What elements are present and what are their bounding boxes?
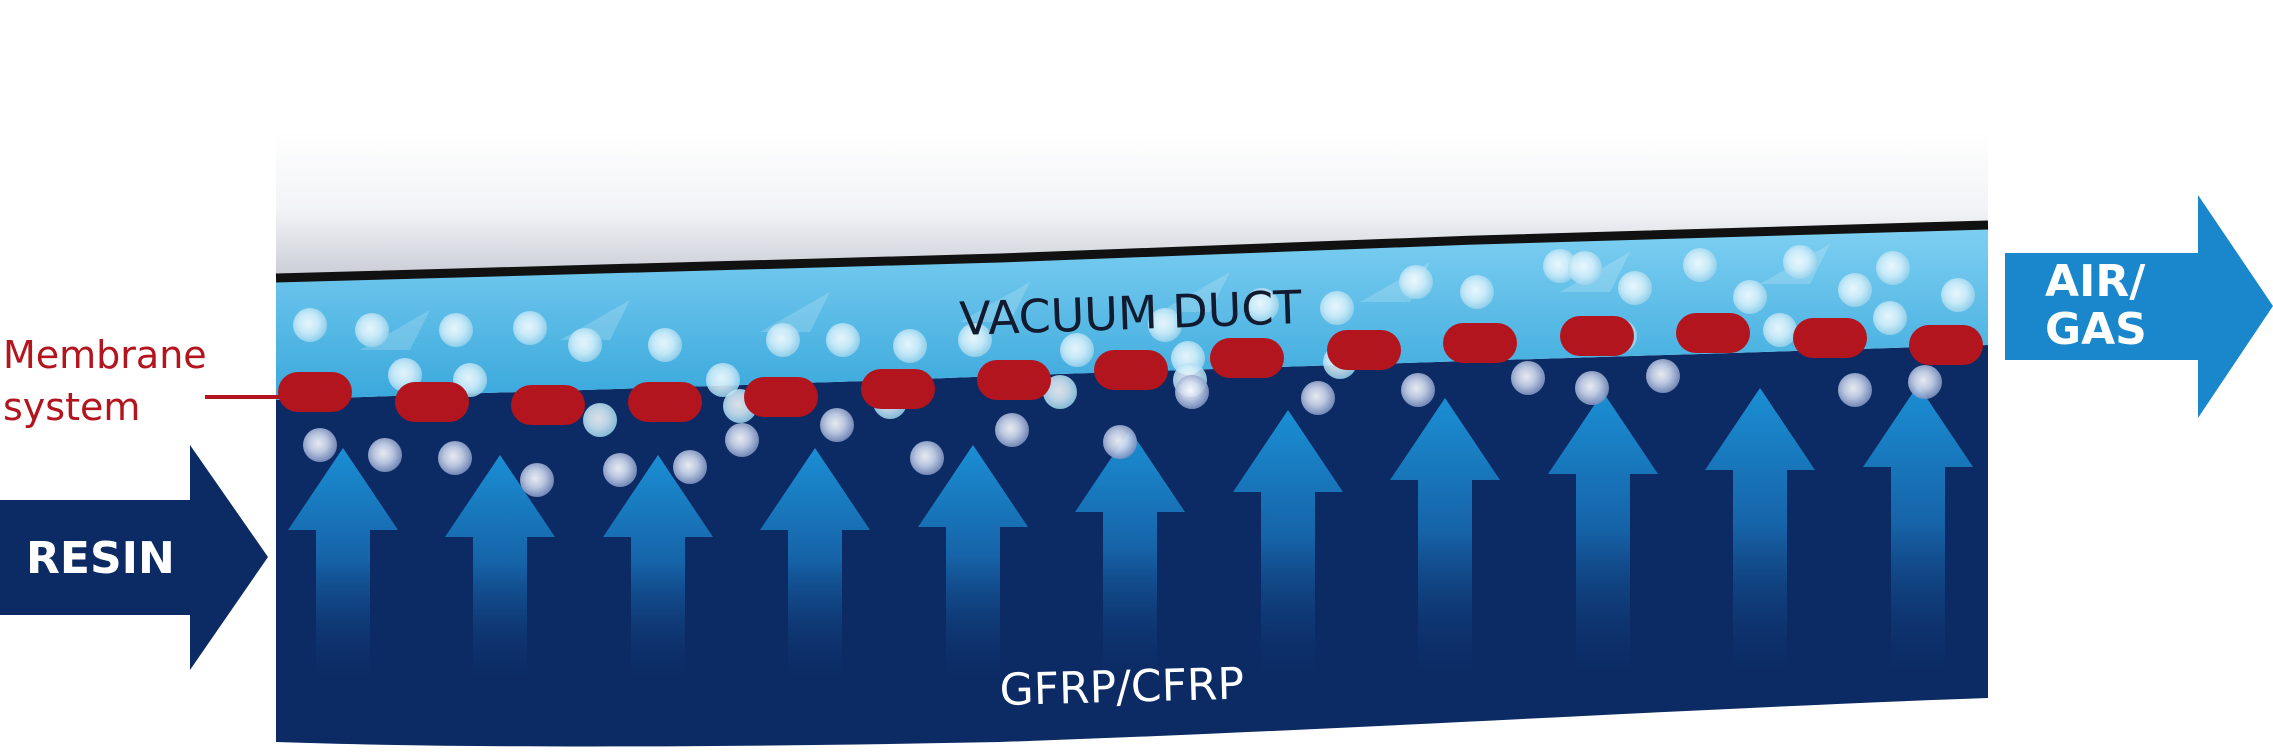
air-bubble-icon: [1060, 333, 1094, 367]
outlet-label-line1: AIR/: [2045, 256, 2146, 307]
air-bubble-icon: [439, 313, 473, 347]
vacuum-duct-label: VACUUM DUCT: [958, 280, 1303, 346]
air-bubble-icon: [293, 308, 327, 342]
arrow-up-icon: [1075, 430, 1185, 695]
membrane-dash: [977, 360, 1051, 400]
bag-area: [276, 130, 1988, 278]
outlet-label-line2: GAS: [2045, 304, 2147, 355]
air-bubble-icon: [1511, 361, 1545, 395]
air-bubble-icon: [1873, 301, 1907, 335]
air-bubble-icon: [1103, 425, 1137, 459]
arrow-up-icon: [918, 445, 1028, 695]
air-bubble-icon: [1575, 371, 1609, 405]
air-bubble-icon: [568, 328, 602, 362]
membrane-dash: [1094, 350, 1168, 390]
air-bubble-icon: [1320, 291, 1354, 325]
air-bubble-icon: [1733, 280, 1767, 314]
membrane-label-line1: Membrane: [3, 333, 207, 377]
arrow-up-icon: [445, 455, 555, 695]
membrane-dash: [1560, 316, 1634, 356]
air-bubble-icon: [1783, 245, 1817, 279]
arrow-up-icon: [603, 455, 713, 695]
air-bubble-icon: [673, 450, 707, 484]
membrane-dash: [278, 372, 352, 412]
air-bubble-icon: [1245, 288, 1279, 322]
air-bubble-icon: [1763, 313, 1797, 347]
inlet-arrow-icon: [0, 445, 268, 670]
laminate-label: GFRP/CFRP: [999, 659, 1245, 716]
air-bubble-icon: [826, 323, 860, 357]
membrane-dash: [1909, 325, 1983, 365]
air-bubble-icon: [1460, 275, 1494, 309]
air-bubble-icon: [1941, 278, 1975, 312]
air-bubble-icon: [520, 463, 554, 497]
membrane-dash: [861, 369, 935, 409]
membrane-dash: [628, 382, 702, 422]
arrow-up-icon: [1390, 398, 1500, 695]
air-bubble-icon: [1838, 373, 1872, 407]
air-bubble-icon: [958, 323, 992, 357]
air-bubble-icon: [706, 363, 740, 397]
membrane-dash: [1443, 323, 1517, 363]
air-bubble-icon: [648, 328, 682, 362]
arrow-up-icon: [760, 448, 870, 695]
air-bubble-icon: [910, 441, 944, 475]
air-bubble-icon: [893, 329, 927, 363]
air-bubble-icon: [1618, 271, 1652, 305]
air-bubble-icon: [1683, 248, 1717, 282]
arrow-up-icon: [1863, 385, 1973, 695]
air-bubble-icon: [1876, 251, 1910, 285]
air-bubble-icon: [1301, 381, 1335, 415]
membrane-dash: [1676, 313, 1750, 353]
air-bubble-icon: [1838, 273, 1872, 307]
membrane-label-line2: system: [3, 385, 140, 429]
arrow-up-icon: [1233, 410, 1343, 695]
air-bubbles: [293, 245, 1975, 497]
air-bubble-icon: [1646, 359, 1680, 393]
air-bubble-icon: [583, 403, 617, 437]
membrane-dash: [1210, 338, 1284, 378]
air-bubble-icon: [1568, 251, 1602, 285]
air-bubble-icon: [355, 313, 389, 347]
bag-film-line: [275, 220, 1989, 283]
air-bubble-icon: [725, 423, 759, 457]
air-bubble-icon: [995, 413, 1029, 447]
resin-flow-arrows: [288, 385, 1973, 695]
membrane-dash: [511, 385, 585, 425]
air-bubble-icon: [368, 438, 402, 472]
air-bubble-icon: [1399, 265, 1433, 299]
arrow-up-icon: [1705, 388, 1815, 695]
membrane-dashes: [278, 313, 1983, 425]
arrow-up-icon: [1548, 392, 1658, 695]
inlet-label: RESIN: [26, 533, 175, 584]
air-bubble-icon: [603, 453, 637, 487]
air-bubble-icon: [1401, 373, 1435, 407]
membrane-dash: [1793, 318, 1867, 358]
membrane-dash: [1327, 330, 1401, 370]
membrane-dash: [744, 377, 818, 417]
air-bubble-icon: [1543, 249, 1577, 283]
air-bubble-icon: [1148, 308, 1182, 342]
air-bubble-icon: [1175, 375, 1209, 409]
arrow-up-icon: [288, 448, 398, 695]
air-bubble-icon: [820, 408, 854, 442]
air-bubble-icon: [1043, 375, 1077, 409]
membrane-dash: [395, 382, 469, 422]
air-bubble-icon: [438, 441, 472, 475]
air-bubble-icon: [766, 323, 800, 357]
air-bubble-icon: [1908, 365, 1942, 399]
air-bubble-icon: [303, 428, 337, 462]
outlet-arrow-icon: [2005, 195, 2273, 418]
air-bubble-icon: [513, 311, 547, 345]
